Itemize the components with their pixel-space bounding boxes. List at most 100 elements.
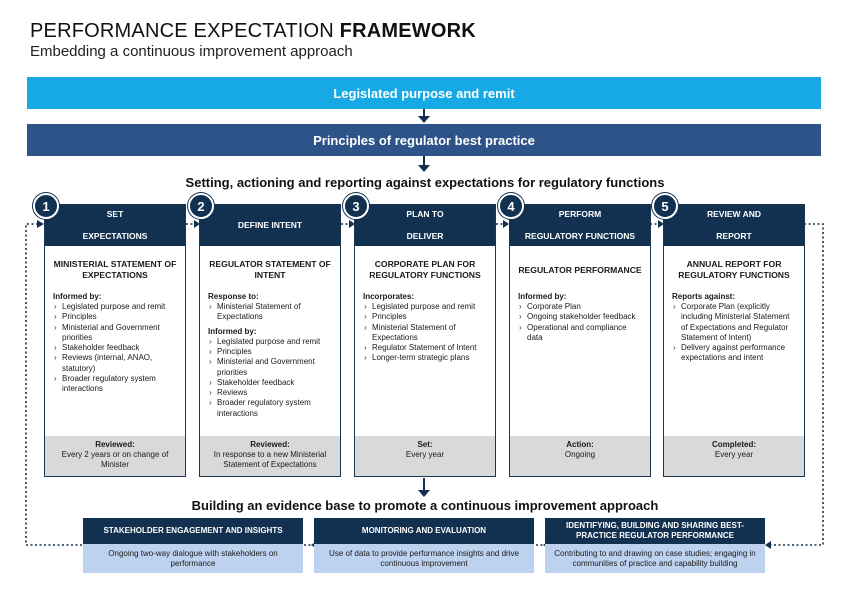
step-header-line: SET <box>106 208 124 219</box>
step-group-label: Response to: <box>208 292 259 301</box>
step-column-define-intent: DEFINE INTENT REGULATOR STATEMENT OF INTE… <box>199 204 341 477</box>
step-body: Informed by:Legislated purpose and remit… <box>45 292 185 394</box>
arrow-right-icon <box>37 220 44 228</box>
list-item: Corporate Plan (explicitly including Min… <box>672 302 796 343</box>
step-body: Response to:Ministerial Statement of Exp… <box>200 292 340 419</box>
evidence-box-head: IDENTIFYING, BUILDING AND SHARING BEST-P… <box>545 518 765 544</box>
step-item-list: Ministerial Statement of Expectations <box>208 302 332 322</box>
step-header-line: EXPECTATIONS <box>82 231 148 242</box>
arrow-left-icon <box>765 541 771 549</box>
arrow-down-icon <box>418 116 430 123</box>
evidence-section-heading: Building an evidence base to promote a c… <box>191 498 659 513</box>
list-item: Ministerial Statement of Expectations <box>363 323 487 343</box>
list-item: Broader regulatory system interactions <box>208 398 332 418</box>
step-header-line: REGULATORY FUNCTIONS <box>524 231 636 242</box>
title-regular-text: PERFORMANCE EXPECTATION <box>30 20 340 42</box>
list-item: Ongoing stakeholder feedback <box>518 312 642 322</box>
step-header-line: PERFORM <box>558 208 602 219</box>
list-item: Reviews (internal, ANAO, statutory) <box>53 353 177 373</box>
list-item: Stakeholder feedback <box>208 378 332 388</box>
arrow-right-icon <box>194 220 200 228</box>
list-item: Stakeholder feedback <box>53 343 177 353</box>
step-footer-text: Every 2 years or on change of Minister <box>61 450 169 469</box>
step-title: REGULATOR PERFORMANCE <box>518 264 642 275</box>
list-item: Regulator Statement of Intent <box>363 343 487 353</box>
step-footer-label: Reviewed: <box>95 440 135 449</box>
step-footer: Reviewed:In response to a new Ministeria… <box>200 436 340 476</box>
step-header: DEFINE INTENT <box>200 205 340 246</box>
connector-line <box>423 156 425 166</box>
step-header-line: DEFINE INTENT <box>237 219 303 230</box>
step-item-list: Legislated purpose and remitPrinciplesMi… <box>363 302 487 364</box>
step-header-line: REVIEW AND <box>707 208 761 219</box>
step-header-line: DELIVER <box>406 231 444 242</box>
list-item: Broader regulatory system interactions <box>53 374 177 394</box>
step-body: Reports against:Corporate Plan (explicit… <box>664 292 804 364</box>
step-header-line: REPORT <box>716 231 752 242</box>
page-subtitle: Embedding a continuous improvement appro… <box>30 43 353 60</box>
evidence-box-head: MONITORING AND EVALUATION <box>314 518 534 544</box>
step-footer-text: Every year <box>714 450 754 459</box>
evidence-box-monitoring: MONITORING AND EVALUATION Use of data to… <box>314 518 534 573</box>
step-footer-label: Set: <box>417 440 433 449</box>
list-item: Longer-term strategic plans <box>363 353 487 363</box>
evidence-box-stakeholder: STAKEHOLDER ENGAGEMENT AND INSIGHTS Ongo… <box>83 518 303 573</box>
step-group-label: Informed by: <box>208 326 257 336</box>
step-title: REGULATOR STATEMENT OF INTENT <box>209 259 331 280</box>
list-item: Principles <box>363 312 487 322</box>
arrow-down-icon <box>418 165 430 172</box>
step-number-badge: 3 <box>343 193 369 219</box>
evidence-box-body: Use of data to provide performance insig… <box>314 544 534 573</box>
list-item: Delivery against performance expectation… <box>672 343 796 363</box>
step-item-list: Legislated purpose and remitPrinciplesMi… <box>208 337 332 419</box>
step-footer: Set:Every year <box>355 436 495 476</box>
list-item: Legislated purpose and remit <box>363 302 487 312</box>
step-number-badge: 2 <box>188 193 214 219</box>
step-title: MINISTERIAL STATEMENT OF EXPECTATIONS <box>53 259 177 280</box>
step-column-review-and-report: REVIEW AND REPORT ANNUAL REPORT FOR REGULA… <box>663 204 805 477</box>
list-item: Ministerial and Government priorities <box>208 357 332 377</box>
list-item: Legislated purpose and remit <box>208 337 332 347</box>
step-column-perform-regulatory-functions: PERFORM REGULATORY FUNCTIONS REGULATOR PER… <box>509 204 651 477</box>
step-group-label: Incorporates: <box>363 292 415 301</box>
evidence-box-body: Contributing to and drawing on case stud… <box>545 544 765 573</box>
step-footer: Action:Ongoing <box>510 436 650 476</box>
page-title: PERFORMANCE EXPECTATION FRAMEWORK <box>30 20 476 43</box>
step-footer-text: In response to a new Ministerial Stateme… <box>213 450 327 469</box>
list-item: Ministerial and Government priorities <box>53 323 177 343</box>
step-number-badge: 4 <box>498 193 524 219</box>
list-item: Principles <box>53 312 177 322</box>
connector-line <box>423 109 425 117</box>
step-footer: Completed:Every year <box>664 436 804 476</box>
title-bold-text: FRAMEWORK <box>339 20 476 42</box>
list-item: Legislated purpose and remit <box>53 302 177 312</box>
step-group-label: Informed by: <box>53 292 102 301</box>
evidence-box-body: Ongoing two-way dialogue with stakeholde… <box>83 544 303 573</box>
step-footer: Reviewed:Every 2 years or on change of M… <box>45 436 185 476</box>
step-number-badge: 1 <box>33 193 59 219</box>
arrow-down-icon <box>418 490 430 497</box>
connector-line <box>423 478 425 491</box>
step-footer-text: Ongoing <box>564 450 596 459</box>
step-footer-label: Action: <box>566 440 594 449</box>
setting-section-heading: Setting, actioning and reporting against… <box>185 175 665 190</box>
step-group-label: Reports against: <box>672 292 736 301</box>
step-header-line: PLAN TO <box>406 208 444 219</box>
list-item: Corporate Plan <box>518 302 642 312</box>
evidence-box-best-practice: IDENTIFYING, BUILDING AND SHARING BEST-P… <box>545 518 765 573</box>
step-title: ANNUAL REPORT FOR REGULATORY FUNCTIONS <box>678 259 790 280</box>
arrow-right-icon <box>503 220 509 228</box>
step-header: SET EXPECTATIONS <box>45 205 185 246</box>
list-item: Operational and compliance data <box>518 323 642 343</box>
step-item-list: Corporate PlanOngoing stakeholder feedba… <box>518 302 642 343</box>
step-footer-text: Every year <box>405 450 445 459</box>
step-item-list: Legislated purpose and remitPrinciplesMi… <box>53 302 177 394</box>
list-item: Ministerial Statement of Expectations <box>208 302 332 322</box>
step-body: Incorporates:Legislated purpose and remi… <box>355 292 495 364</box>
step-footer-label: Reviewed: <box>250 440 290 449</box>
step-header: PERFORM REGULATORY FUNCTIONS <box>510 205 650 246</box>
step-group-label: Informed by: <box>518 292 567 301</box>
step-header: REVIEW AND REPORT <box>664 205 804 246</box>
step-footer-label: Completed: <box>712 440 756 449</box>
arrow-right-icon <box>658 220 664 228</box>
